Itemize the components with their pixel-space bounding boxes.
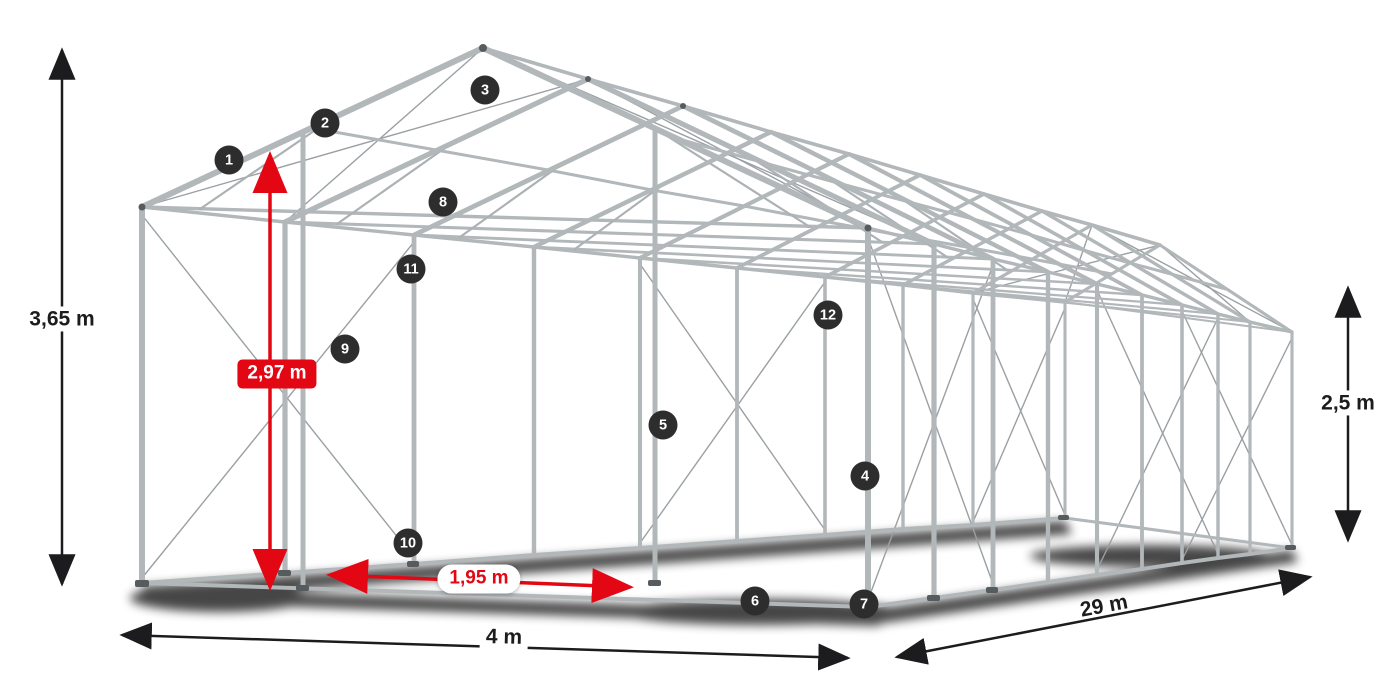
callout-badge-10: 10 (393, 528, 423, 558)
callout-badge-3: 3 (470, 75, 500, 105)
callout-badge-5: 5 (648, 410, 678, 440)
dim-label-clear-width: 1,95 m (437, 564, 521, 594)
callout-badge-12: 12 (813, 300, 843, 330)
dim-label-total-height: 3,65 m (23, 306, 101, 332)
callout-badge-1: 1 (214, 145, 244, 175)
callout-badge-9: 9 (330, 334, 360, 364)
callout-badge-4: 4 (850, 461, 880, 491)
dim-label-side-height: 2,5 m (1315, 390, 1381, 416)
callout-badge-6: 6 (740, 586, 770, 616)
callout-badge-7: 7 (849, 589, 879, 619)
callout-badge-8: 8 (428, 187, 458, 217)
dim-label-width: 4 m (479, 623, 529, 651)
dim-line-length (894, 569, 1313, 665)
callout-badge-11: 11 (396, 254, 426, 284)
dim-label-clear-height: 2,97 m (237, 359, 317, 389)
callout-badge-2: 2 (310, 108, 340, 138)
